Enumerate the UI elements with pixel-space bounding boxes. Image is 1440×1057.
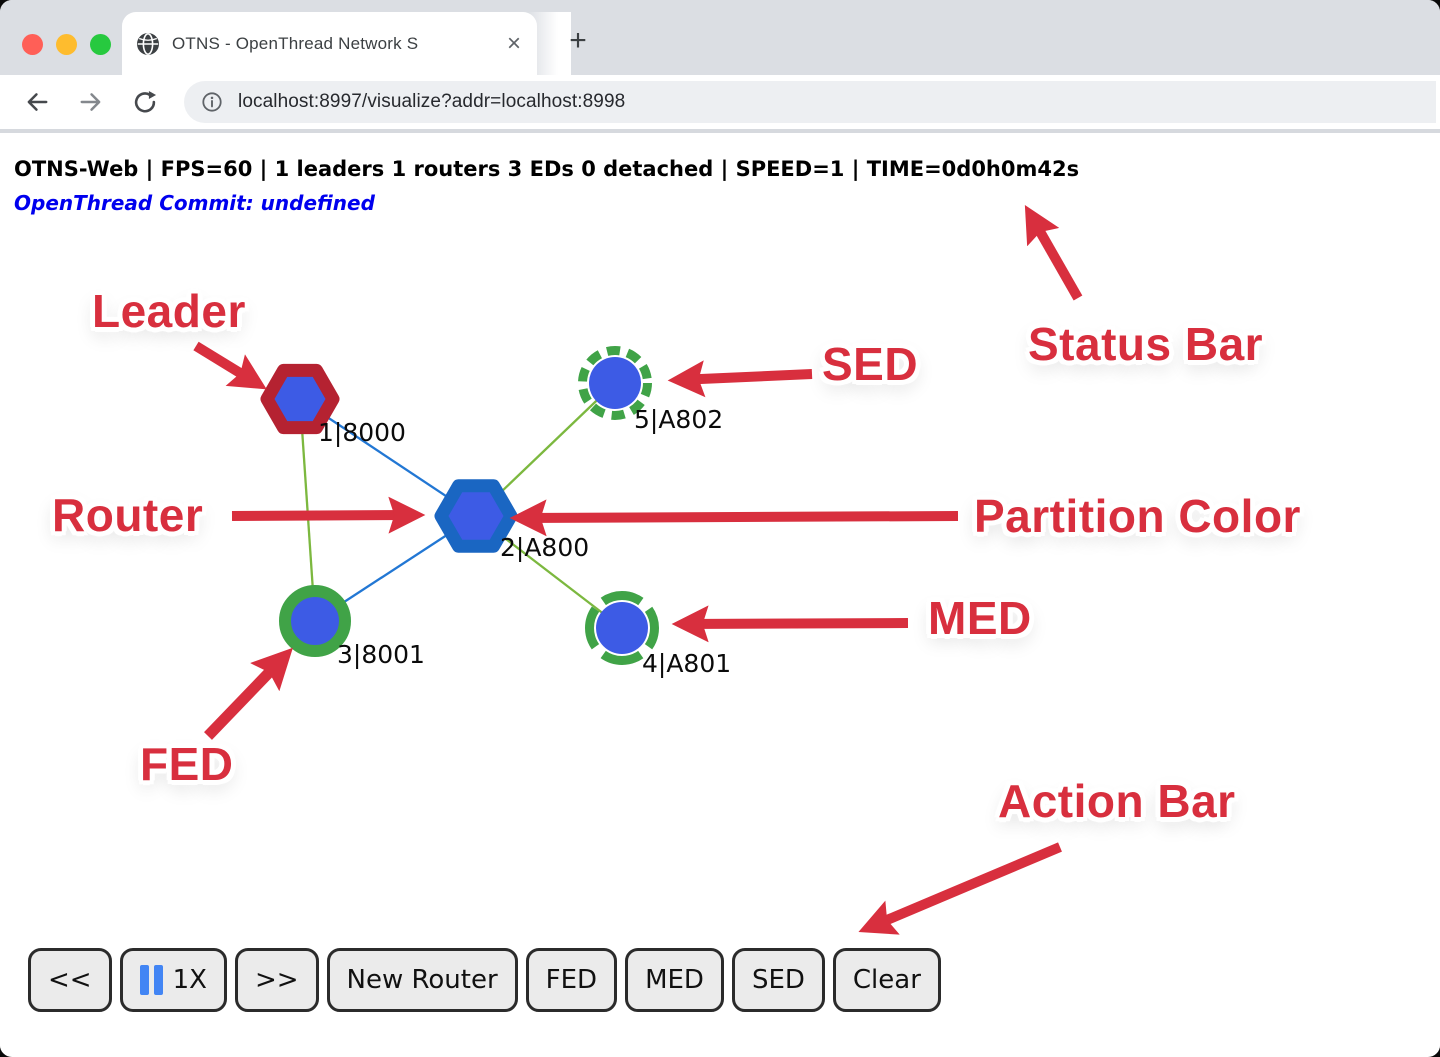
new-tab-button[interactable]: + (569, 24, 587, 57)
close-tab-icon[interactable]: × (506, 29, 521, 57)
node-router[interactable] (434, 479, 518, 553)
fed-annotation: FED (140, 738, 234, 790)
partition-color-annotation: Partition Color (974, 490, 1301, 542)
new-med-button[interactable]: MED (625, 948, 724, 1012)
node-label-med: 4|A801 (642, 649, 731, 678)
node-fed[interactable] (279, 585, 351, 657)
url-text[interactable]: localhost:8997/visualize?addr=localhost:… (238, 91, 626, 112)
back-icon[interactable] (24, 89, 50, 115)
new-sed-button[interactable]: SED (731, 948, 825, 1012)
globe-favicon-icon (136, 32, 160, 56)
partition-color-arrow (509, 499, 959, 537)
fed-label: FED (545, 965, 598, 995)
fed-arrow (204, 647, 293, 740)
tab-title: OTNS - OpenThread Network S (172, 33, 419, 53)
rewind-label: << (48, 965, 92, 995)
otns-page: OTNS-Web | FPS=60 | 1 leaders 1 routers … (0, 133, 1440, 1053)
node-label-sed: 5|A802 (634, 405, 723, 434)
clear-button[interactable]: Clear (832, 948, 941, 1012)
router-annotation: Router (52, 489, 204, 541)
forward-icon[interactable] (78, 89, 104, 115)
minimize-window-button[interactable] (56, 34, 77, 55)
new-fed-button[interactable]: FED (525, 948, 618, 1012)
node-med[interactable] (596, 602, 648, 654)
pause-speed-button[interactable]: 1X (119, 948, 227, 1012)
med-annotation: MED (928, 592, 1032, 644)
action-bar-arrow (858, 842, 1062, 935)
node-leader[interactable] (260, 363, 340, 435)
action-bar: << 1X >> New Router FED MED SED Clear (28, 948, 941, 1012)
leader-arrow (193, 341, 267, 390)
tab-title-fade (527, 12, 571, 75)
sed-label: SED (751, 965, 805, 995)
tab-strip: OTNS - OpenThread Network S × + (0, 0, 1440, 75)
page-info-icon[interactable] (200, 90, 224, 114)
med-arrow (671, 605, 909, 643)
status-bar-arrow (1024, 205, 1083, 301)
rewind-button[interactable]: << (28, 948, 112, 1012)
fullscreen-window-button[interactable] (90, 34, 111, 55)
clear-label: Clear (852, 965, 921, 995)
status-bar: OTNS-Web | FPS=60 | 1 leaders 1 routers … (14, 157, 1080, 181)
action-bar-annotation: Action Bar (998, 775, 1236, 827)
node-label-router: 2|A800 (500, 533, 589, 562)
browser-tab[interactable]: OTNS - OpenThread Network S × (122, 12, 571, 75)
status-bar-annotation: Status Bar (1028, 318, 1264, 370)
node-label-fed: 3|8001 (337, 640, 425, 669)
link-leader-fed (298, 398, 317, 622)
openthread-commit-link[interactable]: OpenThread Commit: undefined (14, 191, 375, 215)
url-bar[interactable]: localhost:8997/visualize?addr=localhost:… (184, 81, 1436, 123)
sed-annotation: SED (822, 338, 919, 390)
node-sed[interactable] (589, 357, 641, 409)
fast-forward-label: >> (254, 965, 299, 995)
pause-icon (139, 965, 163, 995)
network-canvas: 1|8000 2|A800 3|8001 4|A801 5|A802 (193, 205, 1083, 935)
fast-forward-button[interactable]: >> (234, 948, 319, 1012)
reload-icon[interactable] (132, 89, 158, 115)
node-label-leader: 1|8000 (318, 418, 406, 447)
browser-toolbar: localhost:8997/visualize?addr=localhost:… (0, 75, 1440, 133)
leader-annotation: Leader (92, 285, 246, 337)
window-controls (22, 34, 111, 55)
new-router-label: New Router (346, 965, 498, 995)
router-arrow (231, 496, 426, 534)
new-router-button[interactable]: New Router (326, 948, 518, 1012)
close-window-button[interactable] (22, 34, 43, 55)
sed-arrow (667, 360, 813, 398)
speed-label: 1X (172, 965, 207, 995)
med-label: MED (645, 965, 704, 995)
